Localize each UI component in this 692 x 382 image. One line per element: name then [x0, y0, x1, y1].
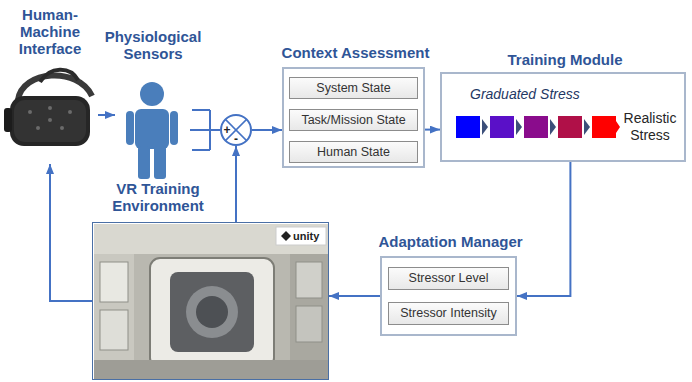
node-heading: Physiological Sensors	[83, 28, 223, 62]
arrow-connector	[235, 146, 237, 222]
vr-screenshot	[94, 224, 328, 379]
box-label: System State	[316, 81, 390, 96]
arrow-connector	[98, 114, 115, 116]
box-label: Stressor Intensity	[400, 306, 497, 321]
state-box: Human State	[289, 141, 418, 163]
box-label: Task/Mission State	[301, 113, 405, 128]
group-heading: Adaptation Manager	[367, 233, 534, 250]
box-label: Stressor Level	[409, 271, 489, 286]
summing-junction: +-	[220, 114, 252, 146]
sensor-node: Physiological Sensors	[115, 80, 190, 180]
group-heading: Training Module	[442, 51, 688, 68]
sign: +	[222, 122, 232, 138]
node-heading: VR Training Environment	[93, 180, 223, 214]
arrow-connector	[190, 129, 220, 131]
logo-text: unity	[293, 229, 319, 243]
sign: -	[231, 131, 241, 147]
sensor-bracket	[192, 110, 210, 150]
group-box: Adaptation ManagerStressor LevelStressor…	[380, 256, 517, 336]
group-box: Training ModuleGraduated StressRealistic…	[440, 72, 686, 162]
hmi-node: Human-Machine Interface	[2, 66, 98, 164]
arrow-connector	[50, 164, 92, 301]
stressor-box: Stressor Level	[388, 267, 509, 290]
arrow-connector	[329, 295, 380, 297]
arrow-connector	[425, 129, 440, 131]
stress-caption: Graduated Stress	[470, 86, 580, 103]
person-icon	[126, 82, 178, 179]
arrow-connector	[517, 162, 570, 296]
box-label: Human State	[317, 145, 390, 160]
state-box: Task/Mission State	[289, 109, 418, 131]
state-box: System State	[289, 77, 418, 99]
arrow-connector	[252, 129, 282, 131]
node-heading: Human-Machine Interface	[0, 6, 100, 57]
stress-gradient	[456, 116, 620, 138]
group-box: Context AssessmentSystem StateTask/Missi…	[282, 67, 425, 168]
vr-headset-icon	[4, 70, 92, 146]
stress-caption: Realistic Stress	[618, 110, 682, 144]
stressor-box: Stressor Intensity	[388, 302, 509, 325]
group-heading: Context Assessment	[269, 44, 442, 61]
vr-environment: VR Training Environment	[92, 222, 329, 380]
